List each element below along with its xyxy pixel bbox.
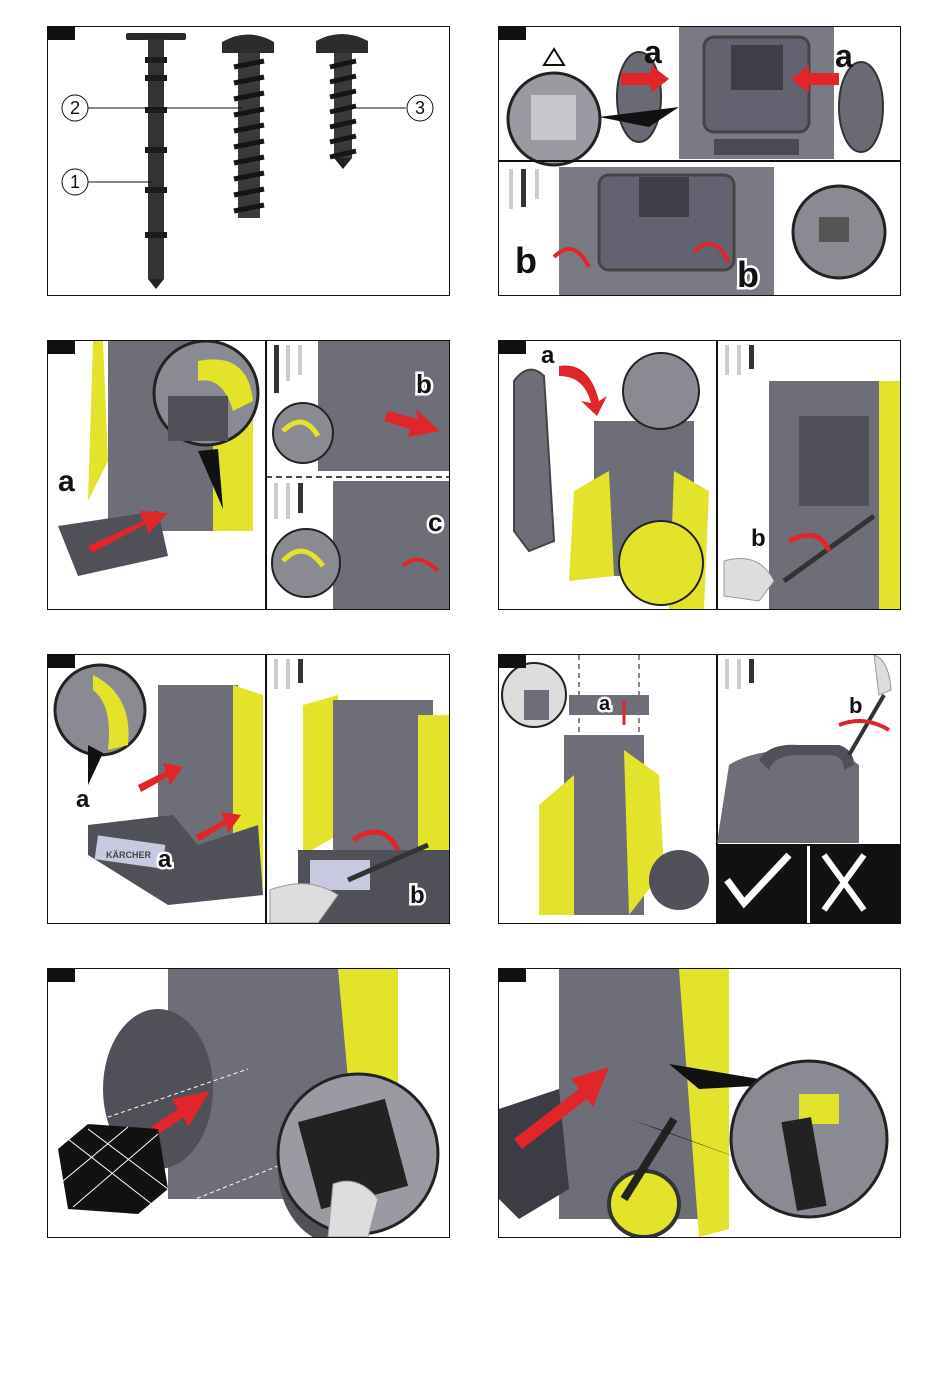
label-a-left: a bbox=[76, 786, 90, 813]
figure-4-hose-holder: a b bbox=[498, 340, 901, 610]
callout-3: 3 bbox=[407, 95, 433, 121]
hose-holder-illustration: a b bbox=[499, 341, 900, 609]
label-a-left: a bbox=[644, 34, 662, 70]
label-b: b bbox=[849, 693, 862, 718]
label-b: b bbox=[416, 369, 432, 399]
screws-illustration: 2 1 3 bbox=[48, 27, 449, 295]
label-a: a bbox=[599, 693, 611, 715]
screw-set-icon bbox=[274, 659, 303, 689]
svg-text:2: 2 bbox=[70, 98, 80, 118]
label-b: b bbox=[410, 882, 425, 909]
figure-7-filter-insert bbox=[47, 968, 450, 1238]
screw-set-icon bbox=[725, 659, 754, 689]
handle-mounting-illustration: a b bbox=[499, 655, 900, 923]
screw-set-icon bbox=[274, 345, 302, 393]
figure-5-front-panel: KÄRCHER a a b bbox=[47, 654, 450, 924]
svg-text:1: 1 bbox=[70, 172, 80, 192]
label-a: a bbox=[58, 465, 75, 498]
figure-3-front-cover: a b c bbox=[47, 340, 450, 610]
screw-set-icon bbox=[725, 345, 754, 375]
figure-number-tag bbox=[499, 341, 526, 354]
label-b-right: b bbox=[737, 254, 759, 295]
label-b-left: b bbox=[515, 240, 537, 281]
medium-screw-icon bbox=[222, 35, 274, 219]
label-a-right: a bbox=[835, 38, 853, 74]
figure-number-tag bbox=[48, 341, 75, 354]
mesh-filter-icon bbox=[58, 1124, 168, 1214]
figure-number-tag bbox=[499, 969, 526, 982]
label-c: c bbox=[428, 507, 442, 537]
figure-number-tag bbox=[48, 655, 75, 668]
spray-gun-storage-illustration bbox=[499, 969, 900, 1237]
figure-number-tag bbox=[499, 27, 526, 40]
rotate-arrow-icon bbox=[559, 365, 607, 416]
long-pin-icon bbox=[126, 33, 186, 289]
label-a-center: a bbox=[158, 846, 172, 873]
svg-text:3: 3 bbox=[415, 98, 425, 118]
figure-1-screws: 2 1 3 bbox=[47, 26, 450, 296]
callout-2: 2 bbox=[62, 95, 88, 121]
front-panel-illustration: KÄRCHER a a b bbox=[48, 655, 449, 923]
label-a: a bbox=[541, 342, 555, 369]
figure-number-tag bbox=[48, 27, 75, 40]
figure-number-tag bbox=[499, 655, 526, 668]
callout-1: 1 bbox=[62, 169, 88, 195]
screw-set-icon bbox=[509, 169, 539, 209]
figure-6-handle: a b bbox=[498, 654, 901, 924]
figure-number-tag bbox=[48, 969, 75, 982]
filter-insert-illustration bbox=[48, 969, 449, 1237]
front-cover-illustration: a b c bbox=[48, 341, 449, 609]
wheel-mounting-illustration: a a b b bbox=[499, 27, 900, 295]
figure-2-wheels: a a b b bbox=[498, 26, 901, 296]
brand-text: KÄRCHER bbox=[106, 850, 152, 860]
label-b: b bbox=[751, 525, 766, 552]
figure-8-spray-gun-storage bbox=[498, 968, 901, 1238]
short-screw-icon bbox=[316, 34, 368, 169]
